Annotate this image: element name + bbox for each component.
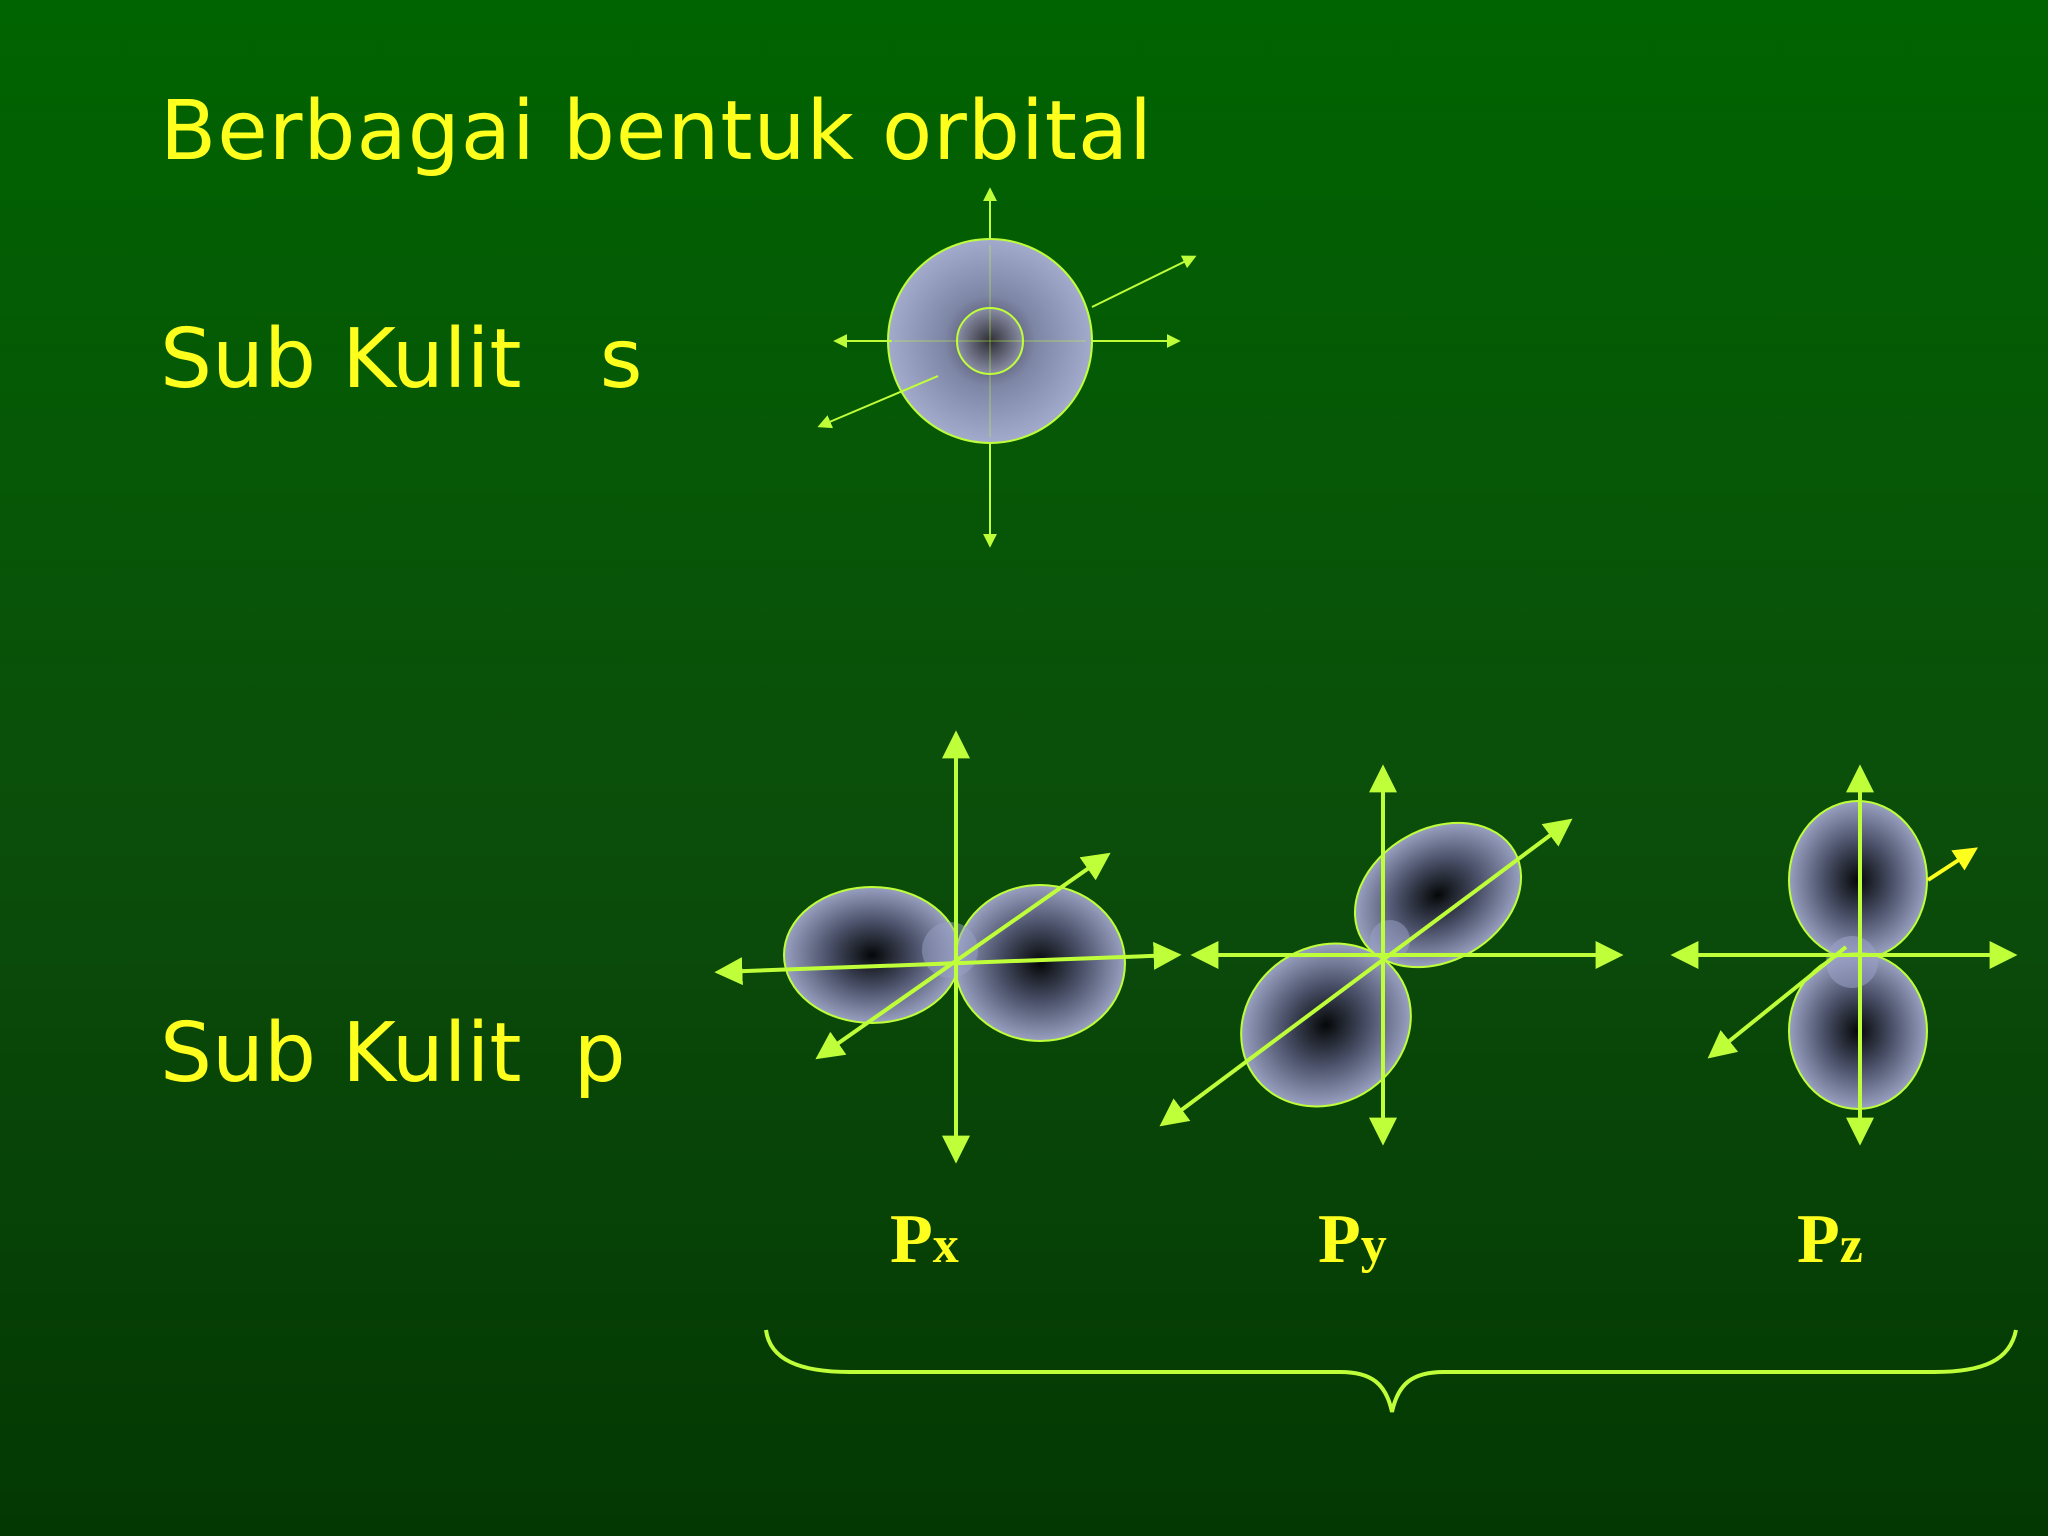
py-label-main: P bbox=[1318, 1201, 1361, 1278]
curly-brace bbox=[764, 1329, 2018, 1413]
s-subshell-label: Sub Kulit s bbox=[160, 312, 643, 407]
pz-orbital bbox=[1670, 764, 2018, 1146]
py-orbital bbox=[1159, 764, 1624, 1146]
pz-label: Pz bbox=[1797, 1200, 1863, 1280]
py-label-sub: y bbox=[1360, 1217, 1387, 1274]
s-orbital bbox=[817, 187, 1197, 548]
pz-label-sub: z bbox=[1839, 1217, 1863, 1274]
px-label-sub: x bbox=[932, 1217, 959, 1274]
px-orbital bbox=[714, 730, 1182, 1164]
pz-label-main: P bbox=[1797, 1201, 1840, 1278]
px-label-main: P bbox=[890, 1201, 933, 1278]
py-label: Py bbox=[1318, 1200, 1387, 1280]
p-subshell-label: Sub Kulit p bbox=[160, 1006, 626, 1101]
px-label: Px bbox=[890, 1200, 959, 1280]
slide-title: Berbagai bentuk orbital bbox=[160, 84, 1153, 179]
